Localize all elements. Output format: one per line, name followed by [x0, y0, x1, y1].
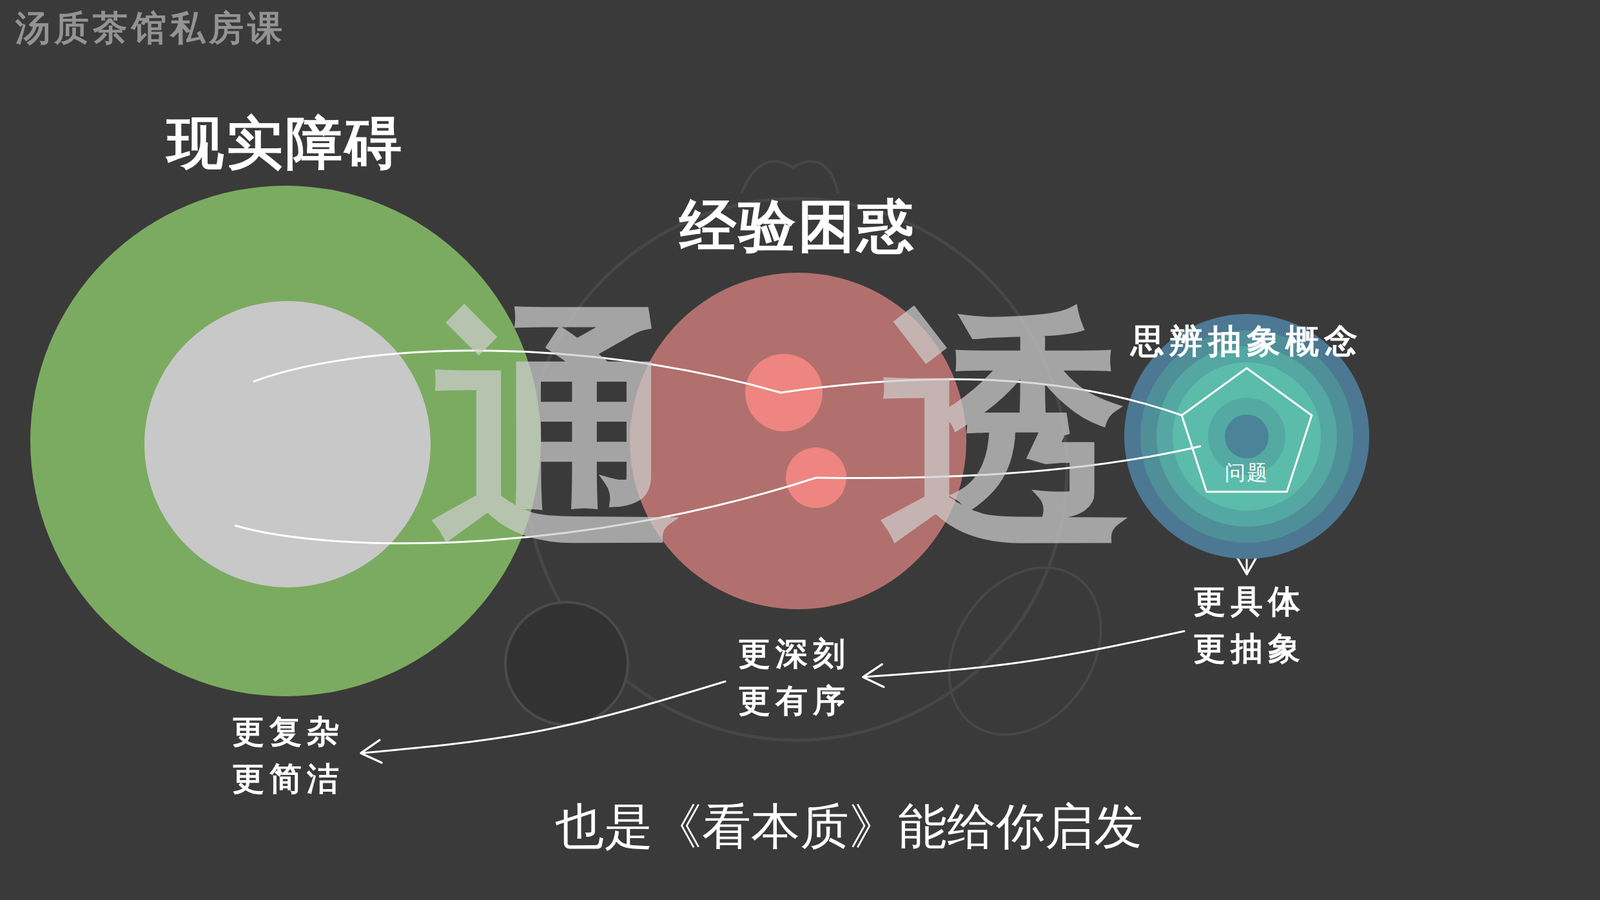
subtitle-caption: 也是《看本质》能给你启发 — [555, 799, 1143, 854]
faint-sketch — [741, 161, 839, 194]
direction-text: 更复杂 更简洁 — [232, 708, 349, 802]
node-heading: 经验困惑 — [679, 195, 917, 258]
direction-text: 更深刻 更有序 — [738, 630, 855, 724]
direction-label: 更具体 更抽象 — [1193, 578, 1310, 672]
node-heading: 现实障碍 — [166, 112, 405, 175]
flow-arrow — [864, 631, 1185, 677]
channel-watermark: 汤质茶馆私房课 — [15, 9, 287, 48]
direction-label: 更复杂 更简洁 — [232, 708, 349, 802]
direction-text: 更具体 更抽象 — [1193, 578, 1310, 672]
faint-oval — [917, 538, 1133, 764]
big-watermark: 通透 — [233, 304, 1328, 557]
direction-label: 更深刻 更有序 — [738, 630, 855, 724]
faint-blob — [505, 602, 628, 725]
circle-fill — [144, 301, 431, 588]
flow-arrow — [362, 681, 726, 753]
